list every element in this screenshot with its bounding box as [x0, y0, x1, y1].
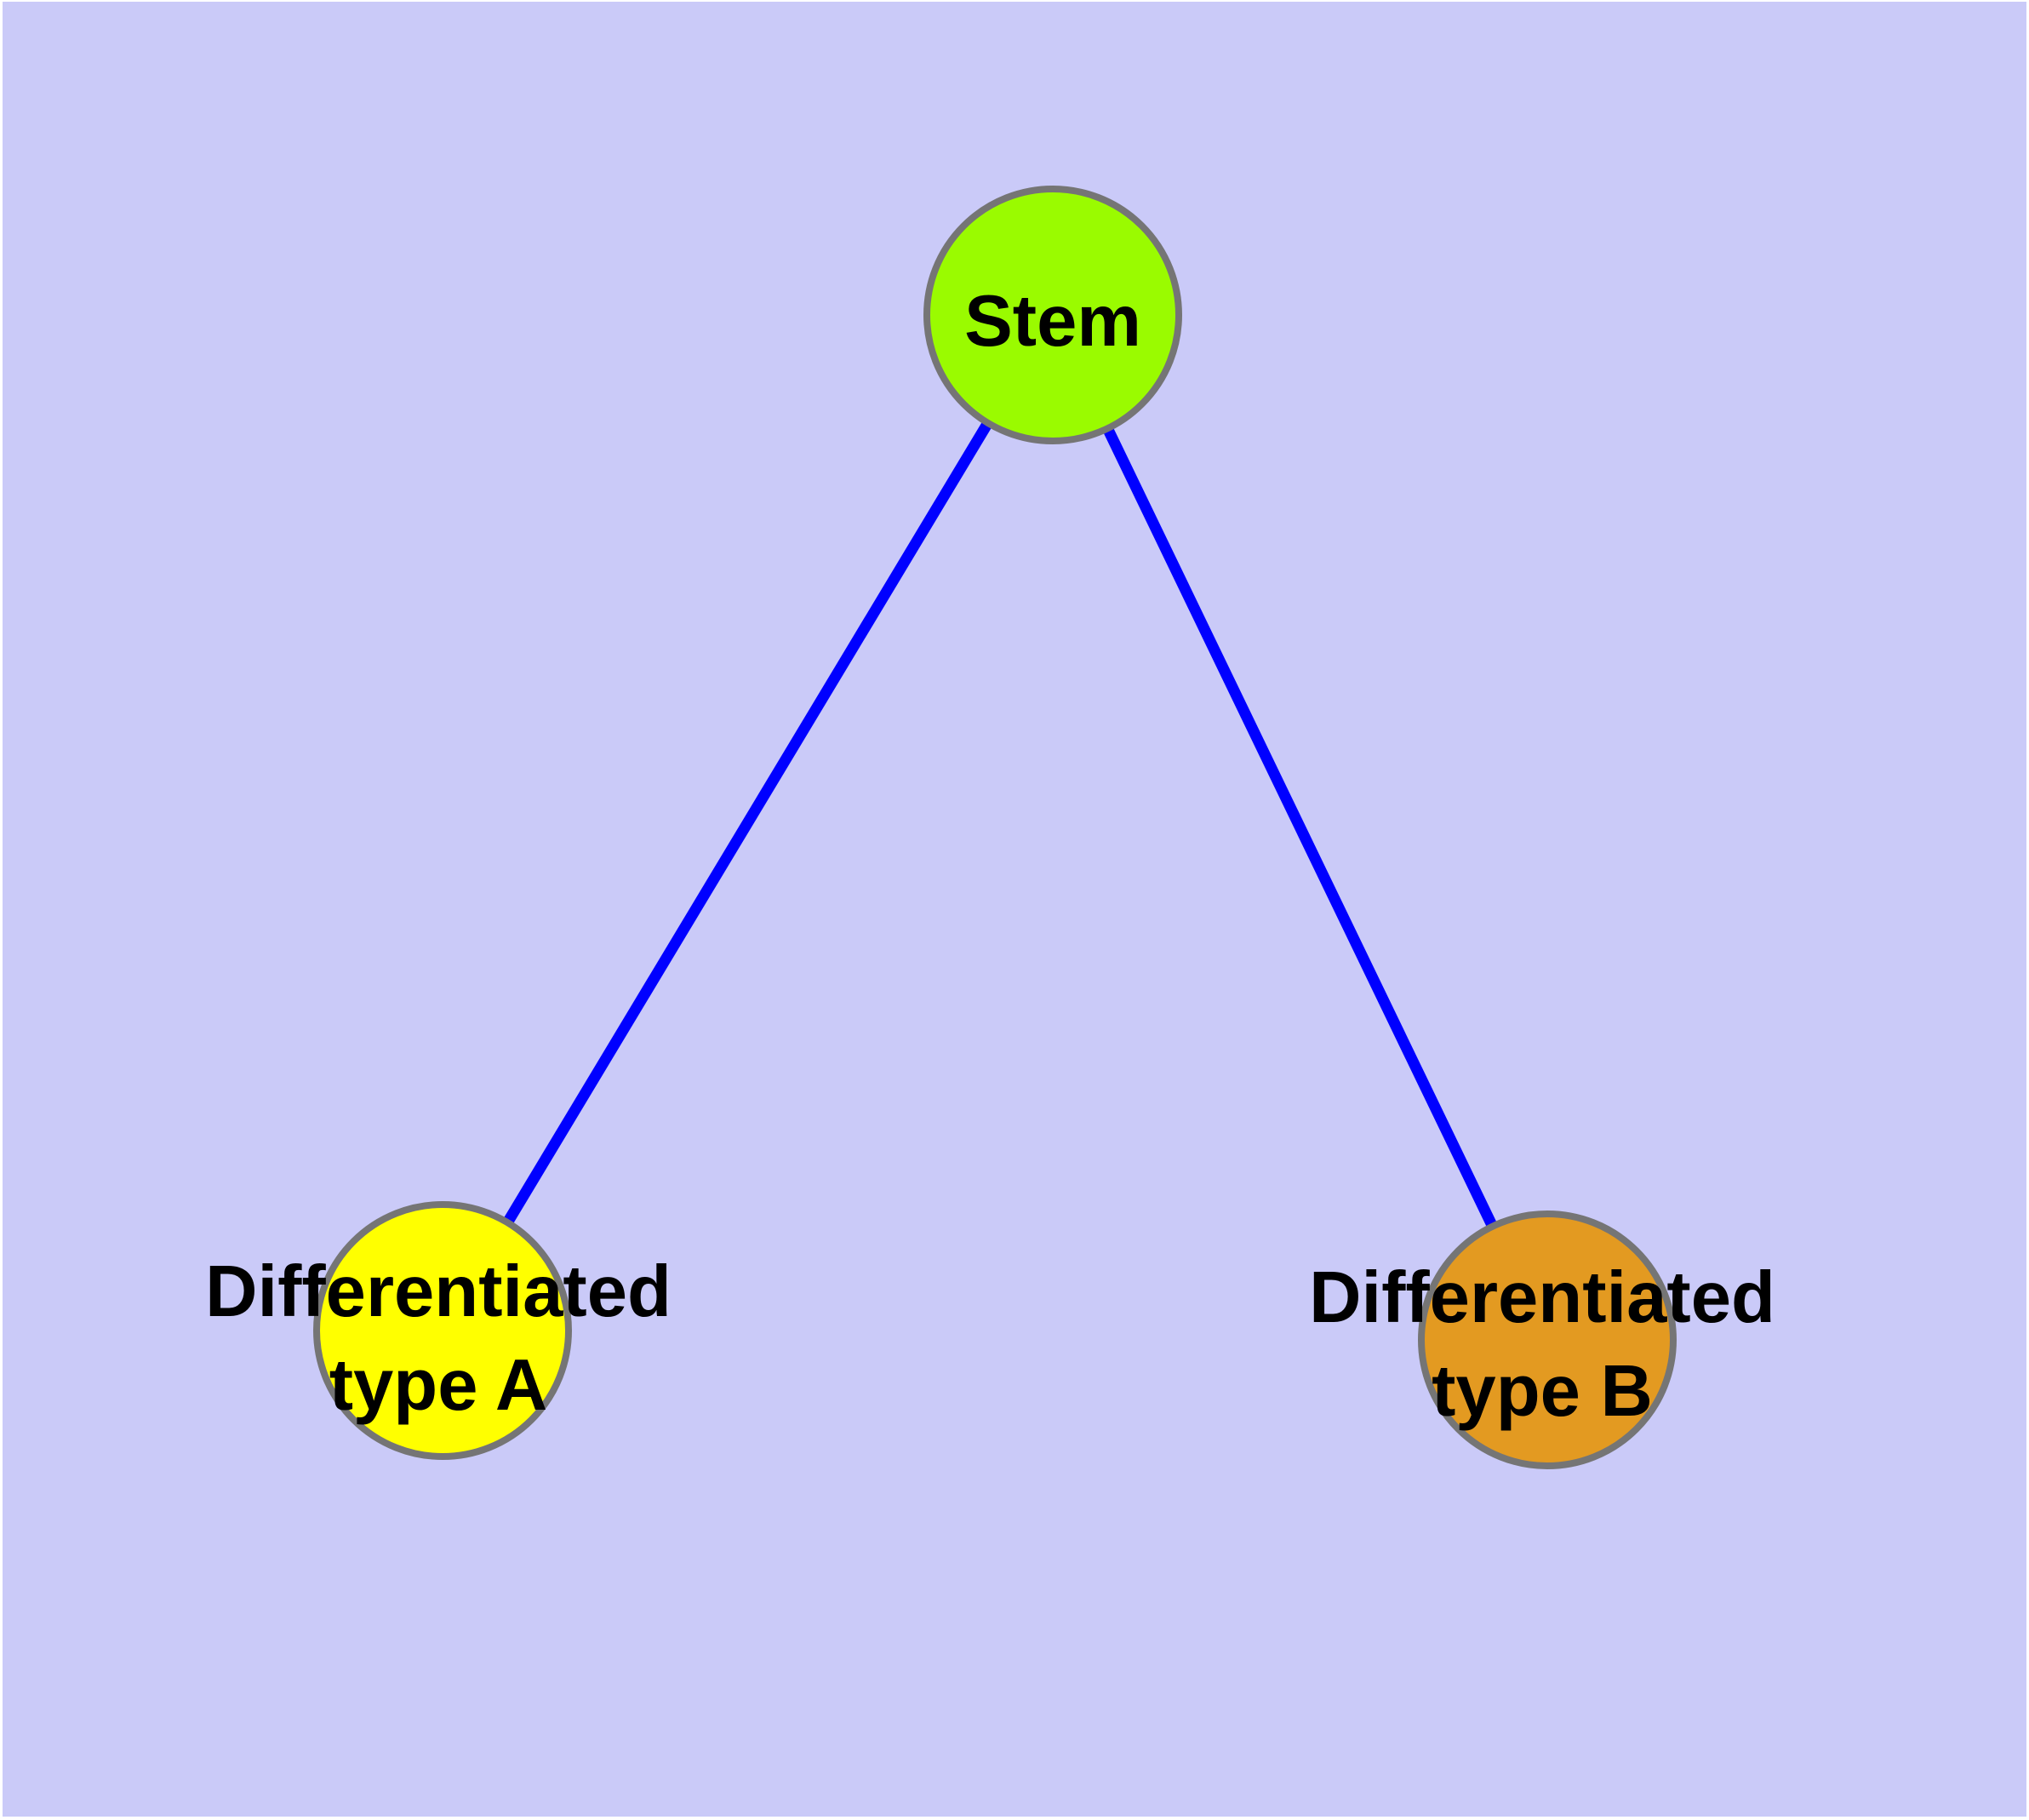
node-stem-circle [923, 186, 1182, 444]
node-type-a-label-line-2: type A [329, 1345, 548, 1426]
node-type-b-label-line-1: Differentiated [1309, 1257, 1775, 1338]
node-type-b: Differentiated type B [1309, 1210, 1775, 1469]
edge-stem-to-type-b [1048, 312, 1552, 1342]
node-type-a-label-line-1: Differentiated [205, 1251, 672, 1332]
node-stem-label: Stem [964, 281, 1141, 362]
node-stem: Stem [923, 186, 1182, 444]
node-type-a: Differentiated type A [205, 1201, 672, 1460]
node-type-b-circle [1418, 1210, 1677, 1469]
node-type-a-circle [313, 1201, 572, 1460]
node-type-b-label-line-2: type B [1432, 1351, 1653, 1432]
edge-stem-to-type-a [437, 312, 1058, 1334]
